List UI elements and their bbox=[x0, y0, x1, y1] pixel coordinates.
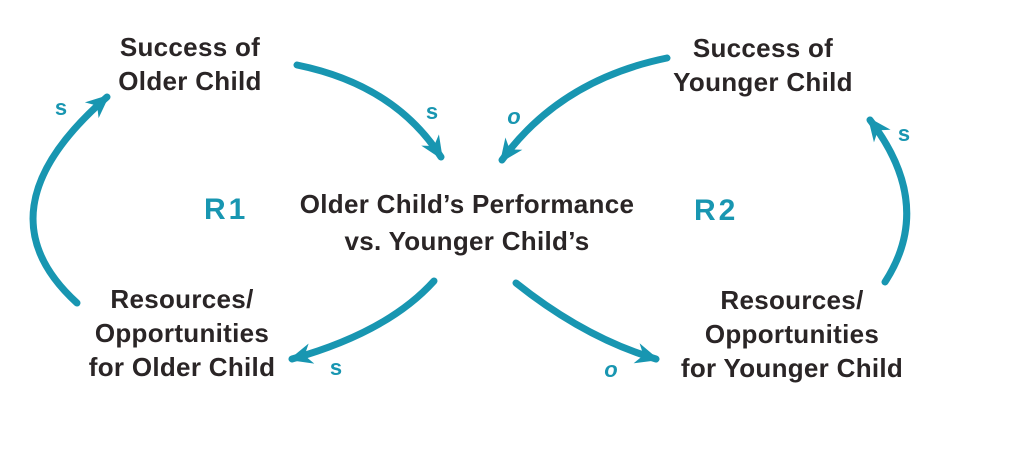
link-polarity-o-bottom-right: o bbox=[604, 357, 618, 382]
node-success-older-child: Success of Older Child bbox=[80, 30, 300, 98]
node-resources-younger-child: Resources/ Opportunities for Younger Chi… bbox=[677, 283, 907, 385]
node-performance-comparison: Older Child’s Performance vs. Younger Ch… bbox=[277, 186, 657, 260]
link-polarity-s-top-left: s bbox=[425, 99, 439, 124]
node-success-younger-child: Success of Younger Child bbox=[653, 31, 873, 99]
arrow-center-to-resources-older bbox=[288, 277, 438, 364]
link-polarity-s-bottom-left: s bbox=[329, 355, 343, 380]
node-text-line: vs. Younger Child’s bbox=[344, 226, 590, 256]
link-polarity-s-left-arc: s bbox=[54, 95, 68, 120]
node-text-line: for Older Child bbox=[88, 352, 276, 382]
loop-label-r2: R2 bbox=[694, 194, 739, 227]
node-resources-older-child: Resources/ Opportunities for Older Child bbox=[67, 282, 297, 384]
arrow-resources-younger-to-success-younger bbox=[866, 116, 911, 286]
node-text-line: Younger Child bbox=[673, 67, 853, 97]
node-text-line: Older Child bbox=[118, 66, 262, 96]
link-polarity-s-right-arc: s bbox=[897, 121, 911, 146]
node-text-line: Resources/ bbox=[720, 285, 864, 315]
arrow-success-younger-to-center bbox=[498, 54, 671, 164]
node-text-line: Opportunities bbox=[704, 319, 880, 349]
link-polarity-o-top-right: o bbox=[507, 104, 521, 129]
arrow-center-to-resources-younger bbox=[512, 279, 660, 364]
loop-label-r1: R1 bbox=[204, 193, 249, 226]
node-text-line: Success of bbox=[692, 33, 834, 63]
arrow-success-older-to-center bbox=[293, 61, 445, 161]
node-text-line: Success of bbox=[119, 32, 261, 62]
node-text-line: for Younger Child bbox=[680, 353, 904, 383]
node-text-line: Older Child’s Performance bbox=[299, 189, 635, 219]
arrow-resources-older-to-success-older bbox=[29, 93, 111, 307]
node-text-line: Resources/ bbox=[110, 284, 254, 314]
node-text-line: Opportunities bbox=[94, 318, 270, 348]
